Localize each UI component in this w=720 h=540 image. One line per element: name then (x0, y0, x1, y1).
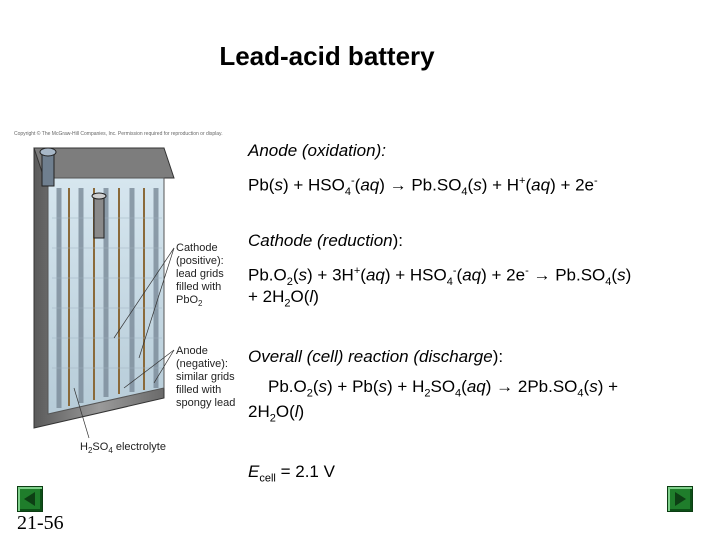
triangle-right-icon (675, 492, 686, 506)
callout-line: similar grids (176, 371, 235, 383)
anode-callout: Anode (negative): similar grids filled w… (176, 345, 235, 410)
callout-line: filled with (176, 384, 222, 396)
battery-cutaway-image (33, 147, 175, 439)
copyright-notice: Copyright © The McGraw-Hill Companies, I… (14, 131, 223, 137)
anode-heading: Anode (oxidation): (248, 141, 386, 160)
previous-slide-button[interactable] (17, 486, 43, 512)
callout-line: lead grids (176, 268, 224, 280)
callout-line: Anode (176, 345, 208, 357)
cathode-equation-line2: + 2H2O(l) (248, 287, 319, 310)
battery-illustration: Cathode (positive): lead grids filled wi… (14, 138, 244, 458)
callout-line: (negative): (176, 358, 228, 370)
ecell-value: Ecell = 2.1 V (248, 462, 335, 485)
overall-heading: Overall (cell) reaction (discharge): (248, 347, 504, 366)
cathode-heading: Cathode (reduction): (248, 231, 403, 250)
callout-line: Cathode (176, 242, 218, 254)
overall-equation-line1: Pb.O2(s) + Pb(s) + H2SO4(aq) → 2Pb.SO4(s… (268, 377, 619, 400)
anode-equation: Pb(s) + HSO4-(aq) → Pb.SO4(s) + H+(aq) +… (248, 175, 598, 199)
slide-number: 21-56 (17, 512, 64, 534)
cathode-equation-line1: Pb.O2(s) + 3H+(aq) + HSO4-(aq) + 2e- → P… (248, 265, 632, 289)
overall-equation-line2: 2H2O(l) (248, 402, 305, 425)
electrolyte-callout: H2SO4 electrolyte (80, 441, 166, 456)
slide-title: Lead-acid battery (219, 41, 435, 71)
cathode-formula: PbO2 (176, 294, 203, 309)
cathode-callout: Cathode (positive): lead grids filled wi… (176, 242, 224, 310)
callout-line: spongy lead (176, 397, 236, 409)
next-slide-button[interactable] (667, 486, 693, 512)
triangle-left-icon (24, 492, 35, 506)
callout-line: (positive): (176, 255, 224, 267)
callout-line: filled with (176, 281, 222, 293)
